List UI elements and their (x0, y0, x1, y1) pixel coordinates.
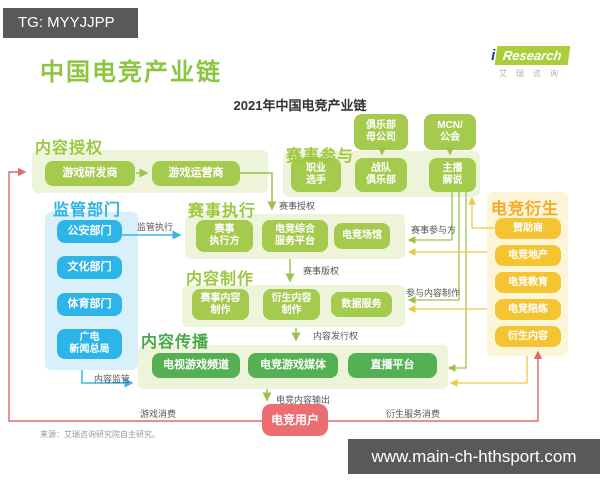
node-team-club: 战队 俱乐部 (355, 158, 407, 192)
node-tv-game-channel: 电视游戏频道 (152, 353, 240, 378)
node-streaming-platform: 直播平台 (348, 353, 437, 378)
node-esports-venue: 电竞场馆 (334, 223, 390, 249)
flow-label-event-license: 赛事授权 (279, 201, 316, 211)
flow-label-derivative-service-consumption: 衍生服务消费 (386, 409, 441, 419)
node-esports-real-estate: 电竞地产 (495, 245, 561, 266)
node-esports-coaching: 电竞陪练 (495, 299, 561, 320)
node-sponsor: 赞助商 (495, 218, 561, 239)
node-game-developer: 游戏研发商 (45, 161, 135, 186)
flow-label-regulation-execution: 监管执行 (137, 222, 174, 232)
node-derivative-content-production: 衍生内容 制作 (263, 289, 320, 320)
section-header-content-license: 内容授权 (35, 140, 104, 157)
section-header-content-production: 内容制作 (186, 271, 255, 288)
node-mcn-guild: MCN/ 公会 (424, 114, 476, 150)
node-streamer-caster: 主播 解说 (429, 158, 476, 192)
flow-label-event-copyright: 赛事版权 (303, 266, 340, 276)
flow-label-join-content-production: 参与内容制作 (406, 288, 461, 298)
node-data-service: 数据服务 (331, 292, 392, 317)
node-public-security-dept: 公安部门 (57, 220, 122, 243)
section-header-regulators: 监管部门 (53, 202, 122, 219)
page-title: 中国电竞产业链 (40, 59, 222, 86)
source-note: 来源：艾瑞咨询研究院自主研究。 (40, 430, 160, 439)
node-broadcast-press-bureau: 广电 新闻总局 (57, 329, 122, 359)
flow-label-esports-content-output: 电竞内容输出 (276, 395, 331, 405)
section-header-content-distribution: 内容传播 (141, 334, 210, 351)
section-header-event-participation: 赛事参与 (286, 148, 355, 165)
node-culture-dept: 文化部门 (57, 256, 122, 279)
node-event-content-production: 赛事内容 制作 (192, 289, 249, 320)
section-header-derivatives: 电竞衍生 (491, 201, 560, 218)
flow-label-game-consumption: 游戏消费 (140, 409, 177, 419)
flow-label-content-regulation: 内容监管 (94, 374, 131, 384)
node-esports-game-media: 电竞游戏媒体 (248, 353, 338, 378)
section-header-event-execution: 赛事执行 (188, 203, 257, 220)
node-club-parent-company: 俱乐部 母公司 (354, 114, 408, 150)
node-esports-service-platform: 电竞综合 服务平台 (262, 220, 328, 252)
flow-label-content-distribution-right: 内容发行权 (313, 331, 359, 341)
node-esports-user: 电竞用户 (262, 404, 328, 436)
node-derivative-content: 衍生内容 (495, 326, 561, 347)
logo-letter-i: i (491, 47, 496, 64)
node-game-operator: 游戏运营商 (152, 161, 240, 186)
logo-research-banner: Research (494, 46, 571, 65)
node-sports-dept: 体育部门 (57, 293, 122, 316)
flow-label-event-participants: 赛事参与方 (411, 225, 457, 235)
logo-subtitle: 艾瑞咨询 (499, 69, 567, 78)
node-pro-player: 职业 选手 (291, 158, 341, 192)
node-event-executor: 赛事 执行方 (196, 220, 253, 252)
tg-watermark: TG: MYYJJPP (3, 8, 138, 38)
website-watermark: www.main-ch-hthsport.com (348, 439, 600, 474)
node-esports-education: 电竞教育 (495, 272, 561, 293)
chart-title: 2021年中国电竞产业链 (233, 98, 367, 113)
